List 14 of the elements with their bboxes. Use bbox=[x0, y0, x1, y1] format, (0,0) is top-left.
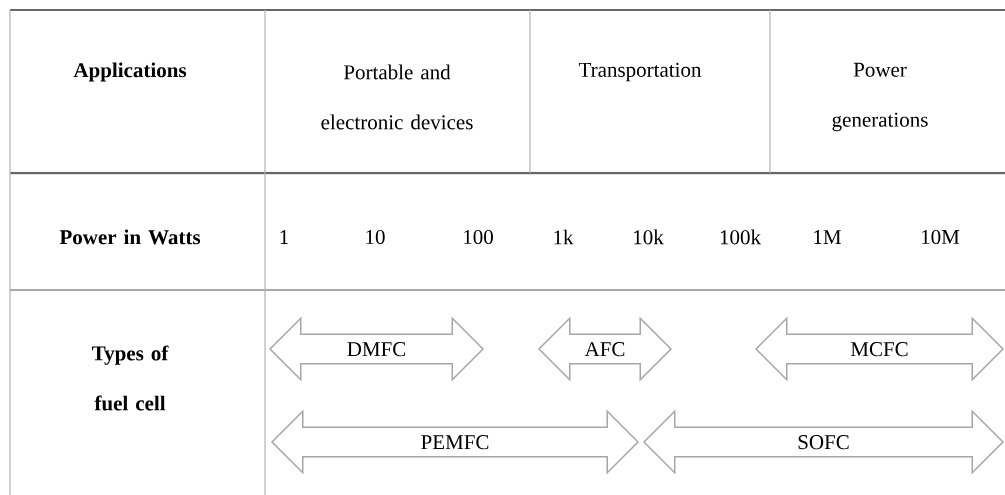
table-cell-text: Power generations bbox=[832, 62, 928, 132]
table-cell-text: 10M bbox=[922, 229, 960, 245]
row-header: Applications bbox=[73, 62, 187, 82]
table-cell-text: Transportation bbox=[578, 62, 702, 82]
table-cell-text: 1k bbox=[554, 229, 574, 245]
row-header: Power in Watts bbox=[59, 229, 201, 245]
table-cell-text: 10k bbox=[634, 229, 664, 245]
table-cell-text: 10 bbox=[366, 229, 385, 245]
table-cell-text: 100k bbox=[720, 229, 761, 245]
table-cell-text: Portable and electronic devices bbox=[321, 64, 473, 130]
table-cell-text: 1M bbox=[814, 230, 841, 244]
row-header: Types of fuel cell bbox=[92, 345, 169, 411]
table-cell-text: 100 bbox=[464, 229, 493, 245]
table-cell-text: 1 bbox=[280, 230, 288, 244]
